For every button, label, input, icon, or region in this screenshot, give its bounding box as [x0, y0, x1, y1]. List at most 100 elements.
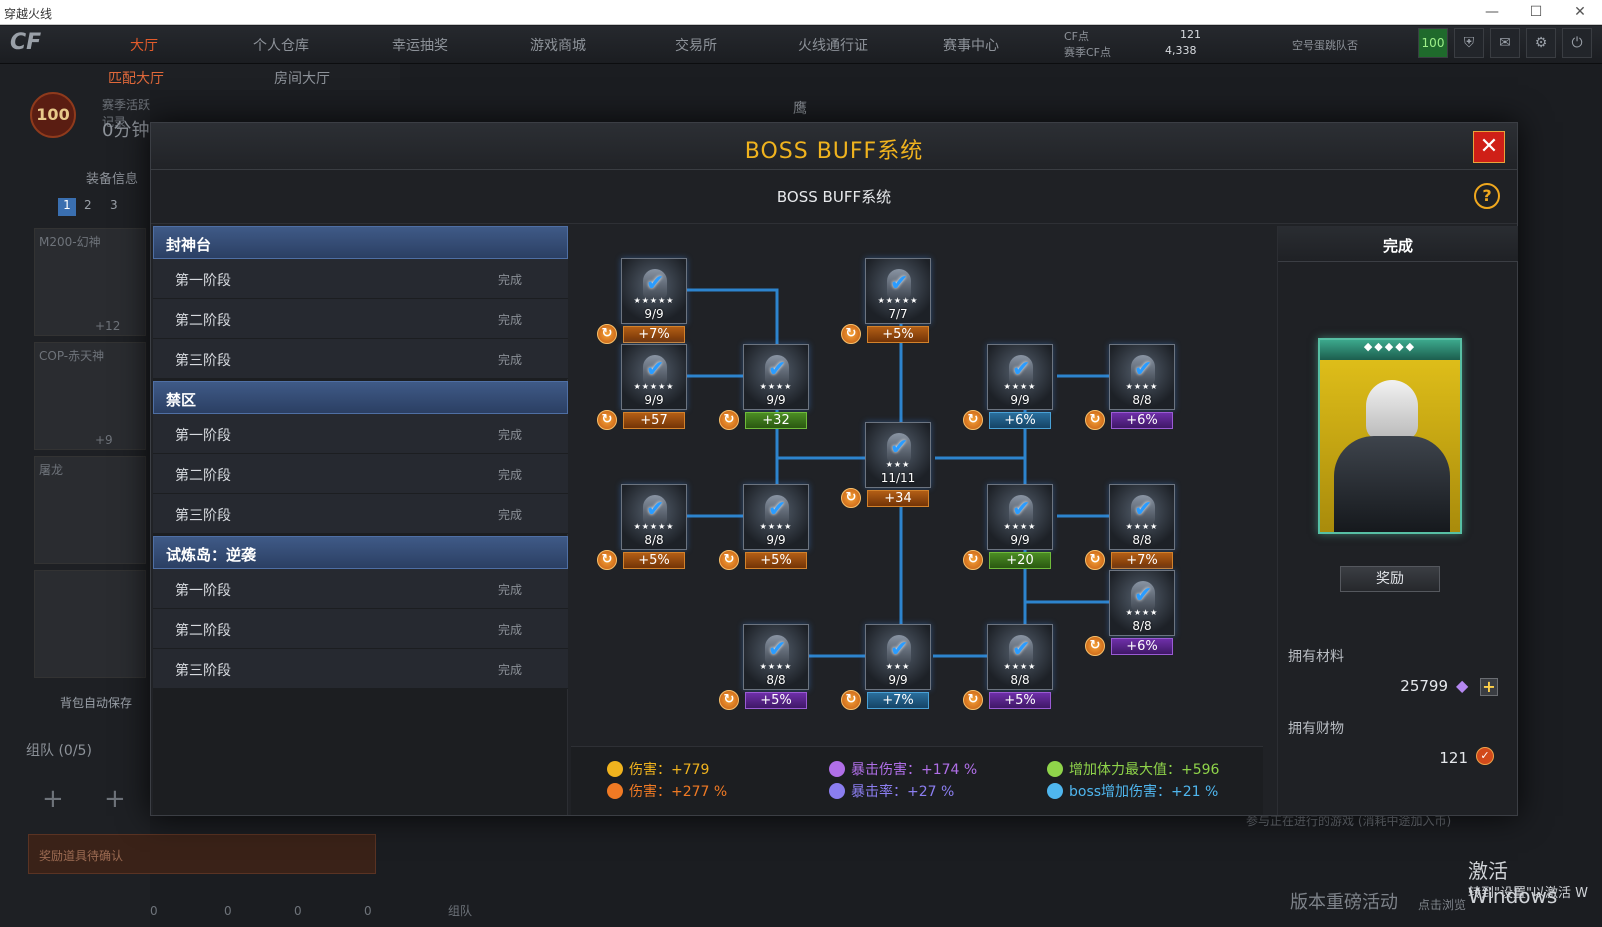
- stage-item[interactable]: 第一阶段完成: [153, 259, 568, 299]
- boss-node[interactable]: ✔★★★★9/9: [987, 484, 1053, 550]
- node-bonus: +20: [989, 552, 1051, 569]
- reset-icon[interactable]: ↻: [597, 550, 617, 570]
- clan-name[interactable]: 空号蛋跳队否: [1292, 39, 1358, 52]
- weapon-slot-4[interactable]: [34, 570, 146, 678]
- nav-lobby[interactable]: 大厅: [130, 38, 158, 54]
- reset-icon[interactable]: ↻: [963, 690, 983, 710]
- boss-node[interactable]: ✔★★★★★9/9: [621, 258, 687, 324]
- stage-item[interactable]: 第一阶段完成: [153, 569, 568, 609]
- message-icon[interactable]: ✉: [1490, 28, 1520, 58]
- materials-value: 25799: [1400, 677, 1448, 695]
- version-event-sub[interactable]: 点击浏览: [1418, 898, 1467, 912]
- boss-node[interactable]: ✔★★★★8/8: [1109, 484, 1175, 550]
- stage-item[interactable]: 第三阶段完成: [153, 649, 568, 689]
- nav-events[interactable]: 赛事中心: [943, 38, 999, 54]
- close-window-button[interactable]: ✕: [1574, 4, 1586, 20]
- add-teammate-icon[interactable]: +: [42, 784, 64, 814]
- team-tab[interactable]: 组队: [448, 904, 473, 918]
- add-teammate-icon[interactable]: +: [104, 784, 126, 814]
- reset-icon[interactable]: ↻: [1085, 636, 1105, 656]
- maximize-button[interactable]: ☐: [1529, 4, 1543, 20]
- reward-button[interactable]: 奖励: [1340, 566, 1440, 592]
- reset-icon[interactable]: ↻: [719, 690, 739, 710]
- boss-node[interactable]: ✔★★★9/9: [865, 624, 931, 690]
- reset-icon[interactable]: ↻: [719, 410, 739, 430]
- nav-exchange[interactable]: 交易所: [675, 38, 717, 54]
- star-rating: ★★★: [885, 460, 911, 469]
- star-rating: ★★★★★: [877, 296, 919, 305]
- stage-item[interactable]: 第二阶段完成: [153, 609, 568, 649]
- boss-node[interactable]: ✔★★★★★7/7: [865, 258, 931, 324]
- reset-icon[interactable]: ↻: [841, 324, 861, 344]
- weapon-slot-2[interactable]: COP-赤天神 +9: [34, 342, 146, 450]
- reset-icon[interactable]: ↻: [597, 410, 617, 430]
- boss-node[interactable]: ✔★★★★9/9: [987, 344, 1053, 410]
- sub-nav: 匹配大厅 房间大厅: [0, 64, 400, 90]
- boss-portrait: [1131, 495, 1155, 525]
- cf-points-value: 121: [1180, 28, 1201, 41]
- boss-node[interactable]: ✔★★★★9/9: [743, 484, 809, 550]
- counter-2: 0: [224, 904, 232, 918]
- group-header-jinqu[interactable]: 禁区: [153, 381, 568, 414]
- reset-icon[interactable]: ↻: [963, 550, 983, 570]
- stage-item[interactable]: 第二阶段完成: [153, 299, 568, 339]
- reset-icon[interactable]: ↻: [841, 488, 861, 508]
- tab-match-lobby[interactable]: 匹配大厅: [108, 71, 164, 87]
- loadout-tab-3[interactable]: 3: [110, 198, 118, 212]
- weapon-slot-1[interactable]: M200-幻神 +12: [34, 228, 146, 336]
- stage-item[interactable]: 第一阶段完成: [153, 414, 568, 454]
- star-rating: ★★★★★: [633, 522, 675, 531]
- nav-warehouse[interactable]: 个人仓库: [253, 38, 309, 54]
- boss-node[interactable]: ✔★★★★8/8: [1109, 344, 1175, 410]
- reset-icon[interactable]: ↻: [719, 550, 739, 570]
- loadout-tab-1[interactable]: 1: [58, 198, 76, 216]
- star-rating: ★★★★: [759, 662, 793, 671]
- check-icon: ✔: [1012, 497, 1031, 522]
- items-value: 121: [1439, 749, 1468, 767]
- node-bonus: +5%: [989, 692, 1051, 709]
- group-header-shiliandao[interactable]: 试炼岛：逆袭: [153, 536, 568, 569]
- close-modal-button[interactable]: ✕: [1473, 131, 1505, 163]
- windows-activation-hint: 转到"设置"以激活 W: [1468, 886, 1588, 901]
- boss-node[interactable]: ✔★★★★8/8: [987, 624, 1053, 690]
- reset-icon[interactable]: ↻: [841, 690, 861, 710]
- boss-node[interactable]: ✔★★★★★8/8: [621, 484, 687, 550]
- nav-shop[interactable]: 游戏商城: [530, 38, 586, 54]
- group-header-fengshentai[interactable]: 封神台: [153, 226, 568, 259]
- tab-room-lobby[interactable]: 房间大厅: [274, 71, 330, 87]
- weapon-slot-3[interactable]: 屠龙: [34, 456, 146, 564]
- loadout-tab-2[interactable]: 2: [84, 198, 92, 212]
- node-progress: 8/8: [1132, 619, 1152, 633]
- nav-lucky-draw[interactable]: 幸运抽奖: [392, 38, 448, 54]
- boss-node[interactable]: ✔★★★★8/8: [1109, 570, 1175, 636]
- boss-node[interactable]: ✔★★★★9/9: [743, 344, 809, 410]
- reset-icon[interactable]: ↻: [1085, 550, 1105, 570]
- gear-icon[interactable]: ⚙: [1526, 28, 1556, 58]
- minimize-button[interactable]: —: [1485, 4, 1499, 20]
- power-icon[interactable]: ⏻: [1562, 28, 1592, 58]
- join-hint: 参与正在进行的游戏 (消耗中途加入币): [1246, 814, 1452, 828]
- boss-node[interactable]: ✔★★★★8/8: [743, 624, 809, 690]
- stage-item[interactable]: 第二阶段完成: [153, 454, 568, 494]
- stage-item[interactable]: 第三阶段完成: [153, 339, 568, 379]
- stage-list: 封神台 第一阶段完成 第二阶段完成 第三阶段完成 禁区 第一阶段完成 第二阶段完…: [153, 226, 568, 815]
- add-materials-button[interactable]: +: [1480, 678, 1498, 696]
- boss-portrait: [887, 269, 911, 299]
- boss-node[interactable]: ✔★★★★★9/9: [621, 344, 687, 410]
- reward-character-card[interactable]: ◆◆◆◆◆: [1318, 338, 1462, 534]
- node-progress: 9/9: [766, 533, 786, 547]
- reward-confirm-bar[interactable]: 奖励道具待确认: [28, 834, 376, 874]
- stage-item[interactable]: 第三阶段完成: [153, 494, 568, 534]
- version-event[interactable]: 版本重磅活动: [1290, 892, 1398, 913]
- buff-summary: 伤害：+779 伤害：+277 % 暴击伤害：+174 % 暴击率：+27 % …: [571, 746, 1263, 815]
- boss-node[interactable]: ✔★★★11/11: [865, 422, 931, 488]
- reset-icon[interactable]: ↻: [963, 410, 983, 430]
- nav-battle-pass[interactable]: 火线通行证: [798, 38, 868, 54]
- node-progress: 9/9: [766, 393, 786, 407]
- reset-icon[interactable]: ↻: [1085, 410, 1105, 430]
- summary-crit-rate: 暴击率：+27 %: [829, 781, 954, 801]
- reset-icon[interactable]: ↻: [597, 324, 617, 344]
- shield-icon[interactable]: ⛨: [1454, 28, 1484, 58]
- boss-portrait: [887, 635, 911, 665]
- help-icon[interactable]: ?: [1474, 183, 1500, 209]
